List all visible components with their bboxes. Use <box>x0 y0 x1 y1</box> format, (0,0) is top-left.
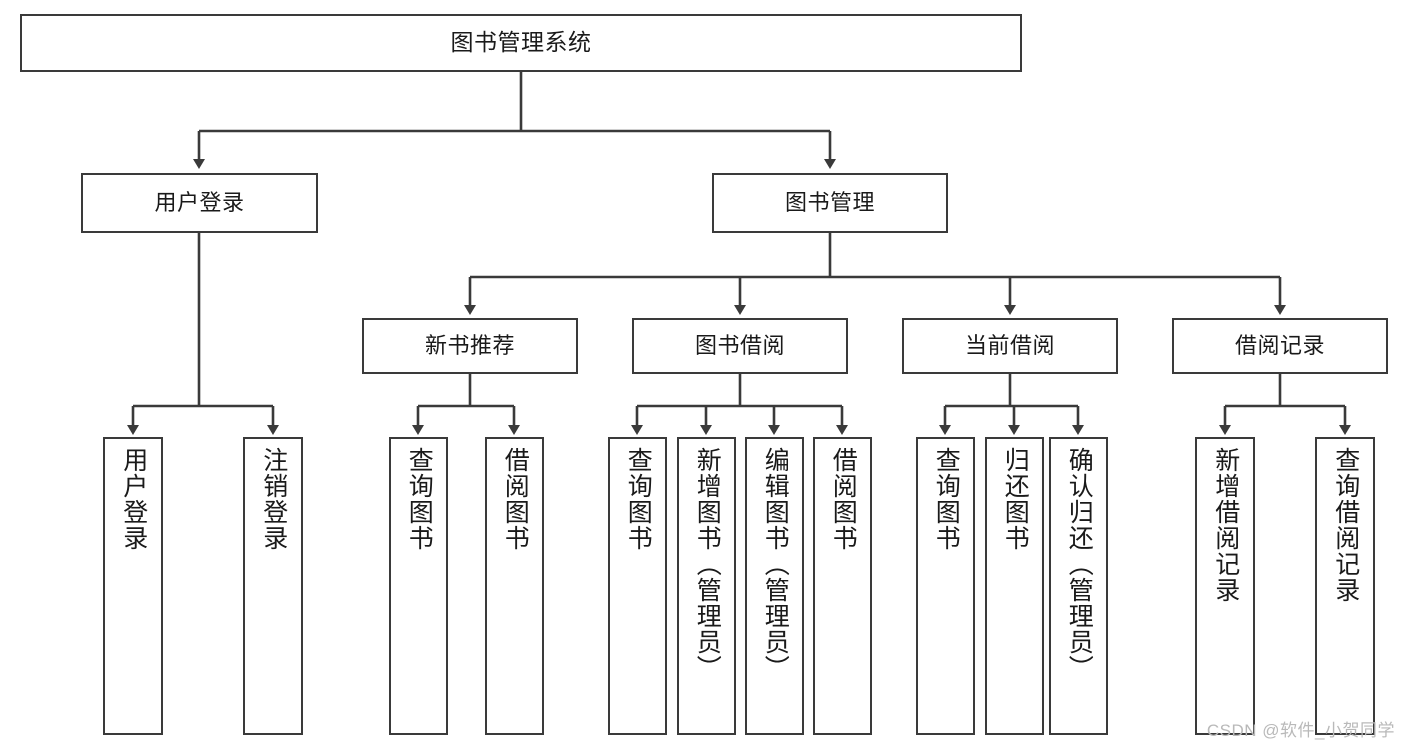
node-user-login[interactable]: 用户登录 <box>81 173 318 233</box>
node-root-system[interactable]: 图书管理系统 <box>20 14 1022 72</box>
node-label: 图书管理系统 <box>450 29 592 56</box>
node-label: 注销登录 <box>259 447 288 551</box>
node-label: 用户登录 <box>119 447 148 551</box>
node-book-management[interactable]: 图书管理 <box>712 173 948 233</box>
leaf-borrow-book-recommend[interactable]: 借阅图书 <box>485 437 544 735</box>
leaf-add-book-admin[interactable]: 新增图书（管理员） <box>677 437 736 735</box>
leaf-edit-book-admin[interactable]: 编辑图书（管理员） <box>745 437 804 735</box>
node-new-book-recommend[interactable]: 新书推荐 <box>362 318 578 374</box>
leaf-confirm-return-admin[interactable]: 确认归还（管理员） <box>1049 437 1108 735</box>
node-label: 借阅图书 <box>501 447 530 551</box>
leaf-query-borrow-record[interactable]: 查询借阅记录 <box>1315 437 1375 735</box>
node-label: 查询图书 <box>405 447 434 551</box>
leaf-query-book-current[interactable]: 查询图书 <box>916 437 975 735</box>
node-label: 查询借阅记录 <box>1331 447 1360 603</box>
node-label: 借阅记录 <box>1234 333 1325 359</box>
node-label: 编辑图书（管理员） <box>761 447 790 681</box>
node-label: 新增图书（管理员） <box>693 447 722 681</box>
node-label: 新增借阅记录 <box>1211 447 1240 603</box>
node-label: 当前借阅 <box>964 333 1055 359</box>
node-label: 查询图书 <box>932 447 961 551</box>
node-label: 确认归还（管理员） <box>1065 447 1094 681</box>
leaf-query-book-borrow[interactable]: 查询图书 <box>608 437 667 735</box>
node-label: 借阅图书 <box>829 447 858 551</box>
leaf-add-borrow-record[interactable]: 新增借阅记录 <box>1195 437 1255 735</box>
node-current-borrow[interactable]: 当前借阅 <box>902 318 1118 374</box>
node-label: 用户登录 <box>154 190 245 216</box>
leaf-logout[interactable]: 注销登录 <box>243 437 303 735</box>
leaf-query-book-recommend[interactable]: 查询图书 <box>389 437 448 735</box>
watermark: CSDN @软件_小贺同学 <box>1206 721 1395 740</box>
leaf-user-login[interactable]: 用户登录 <box>103 437 163 735</box>
node-label: 图书管理 <box>784 190 875 216</box>
node-label: 新书推荐 <box>424 333 515 359</box>
node-label: 归还图书 <box>1001 447 1030 551</box>
node-label: 查询图书 <box>624 447 653 551</box>
node-label: 图书借阅 <box>694 333 785 359</box>
leaf-return-book[interactable]: 归还图书 <box>985 437 1044 735</box>
node-borrow-record[interactable]: 借阅记录 <box>1172 318 1388 374</box>
node-book-borrow[interactable]: 图书借阅 <box>632 318 848 374</box>
leaf-borrow-book[interactable]: 借阅图书 <box>813 437 872 735</box>
